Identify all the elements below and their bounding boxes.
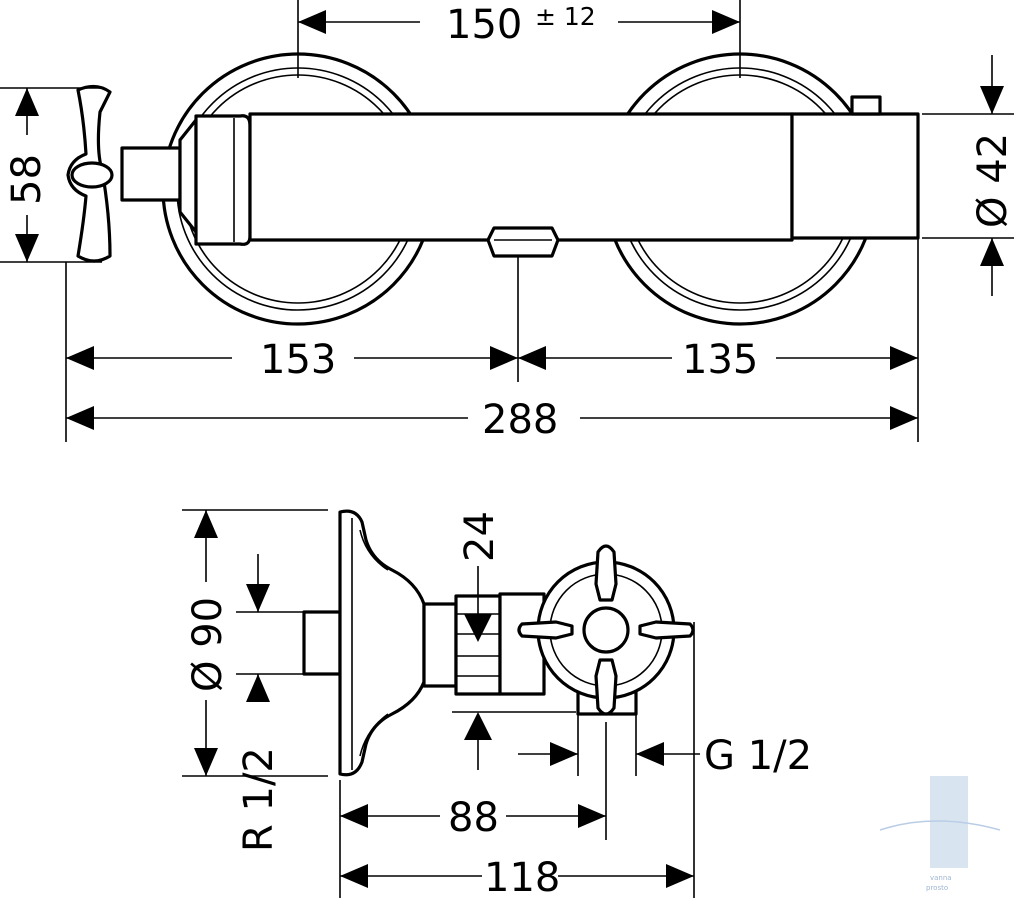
dim-outlet-thread: G 1/2 [518,714,812,779]
watermark-logo: vanna prosto [879,776,1001,892]
svg-text:prosto: prosto [926,884,948,892]
dim-outlet-position: 153 135 [66,337,918,383]
dim-diameter-right: Ø 42 [922,55,1014,296]
dim-depth-total: 118 [340,855,694,901]
rosette-diameter-label: Ø 90 [185,597,231,692]
inlet-stub [302,610,342,676]
dim-wrench-size: 24 [452,511,576,770]
spacing-tolerance: ± 12 [535,2,596,31]
depth-outlet-label: 88 [448,795,499,841]
wrench-size-label: 24 [457,511,503,562]
cross-handle-top [66,84,198,263]
spacing-label: 150 [446,2,522,48]
cross-handle-front [517,544,695,716]
inlet-thread-label: R 1/2 [236,747,282,852]
dim-depth-outlet: 88 [340,795,606,841]
overall-length-label: 288 [482,397,558,443]
dim-height-left: 58 [0,87,102,263]
dim-rosette-diameter: Ø 90 [182,509,328,777]
outlet-to-right-label: 135 [682,337,758,383]
diameter-right-label: Ø 42 [970,133,1014,228]
outlet-thread-label: G 1/2 [704,733,812,779]
side-view: Ø 90 R 1/2 24 G [182,509,812,901]
dim-overall-length: 288 [66,397,918,443]
depth-total-label: 118 [484,855,560,901]
height-left-label: 58 [4,154,50,205]
top-view: 150 ± 12 58 Ø 42 [0,0,1014,443]
svg-text:vanna: vanna [930,874,952,882]
dim-inlet-thread: R 1/2 [236,554,304,852]
dim-spacing: 150 ± 12 [297,0,741,78]
left-to-outlet-label: 153 [260,337,336,383]
side-body [422,592,638,716]
rosette-profile [338,509,426,777]
valve-body-top [194,95,920,258]
